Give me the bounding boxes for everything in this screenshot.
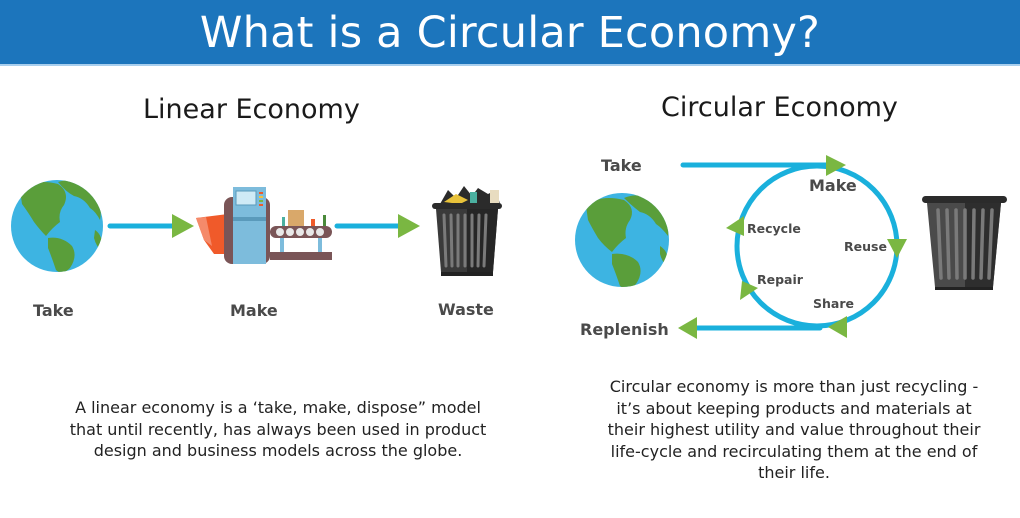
- flow-arrow-take-to-make: [107, 214, 194, 238]
- cycle-label-recycle: Recycle: [747, 221, 801, 236]
- circular-economy-title: Circular Economy: [661, 92, 898, 123]
- full-trash-can-icon: [432, 186, 502, 276]
- linear-label-make: Make: [230, 301, 278, 320]
- header-banner: What is a Circular Economy?: [0, 0, 1020, 66]
- page-title: What is a Circular Economy?: [199, 8, 821, 58]
- circular-label-take: Take: [601, 156, 642, 175]
- factory-machine-icon: [196, 187, 332, 264]
- arrowhead-replenish: [678, 317, 697, 339]
- cycle-label-reuse: Reuse: [844, 239, 887, 254]
- circular-label-replenish: Replenish: [580, 320, 669, 339]
- globe-icon: [575, 193, 669, 287]
- globe-icon: [11, 180, 103, 272]
- arrowhead-repair: [740, 281, 758, 300]
- cycle-label-share: Share: [813, 296, 854, 311]
- linear-label-take: Take: [33, 301, 74, 320]
- cycle-label-repair: Repair: [757, 272, 803, 287]
- arrowhead-reuse: [887, 239, 907, 258]
- linear-label-waste: Waste: [438, 300, 494, 319]
- cycle-arrowheads: [678, 155, 907, 339]
- empty-trash-can-icon: [922, 196, 1007, 290]
- linear-economy-title: Linear Economy: [143, 94, 360, 125]
- linear-description: A linear economy is a ‘take, make, dispo…: [69, 398, 487, 460]
- arrowhead-share: [828, 316, 847, 338]
- arrowhead-make: [826, 155, 846, 176]
- cycle-label-make: Make: [809, 176, 857, 195]
- circular-description: Circular economy is more than just recyc…: [607, 377, 981, 482]
- arrowhead-recycle: [726, 216, 744, 236]
- flow-arrow-make-to-waste: [334, 214, 420, 238]
